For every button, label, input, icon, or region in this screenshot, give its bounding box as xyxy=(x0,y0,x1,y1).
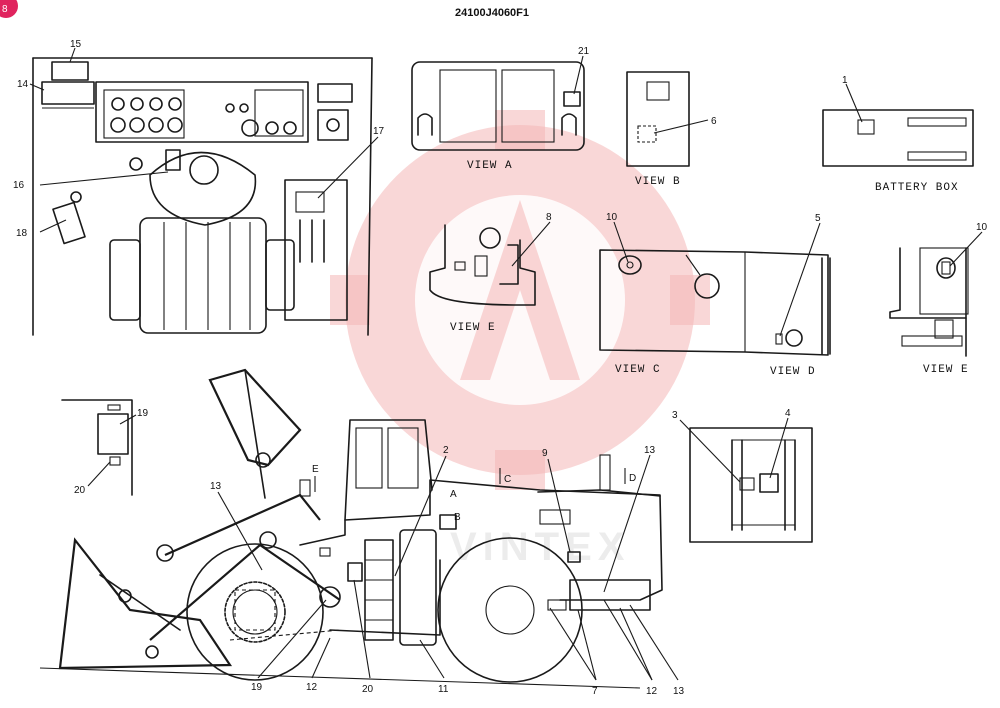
callout-10-view-c: 10 xyxy=(606,212,618,223)
callout-8: 8 xyxy=(546,212,552,223)
section-mark-e: E xyxy=(312,464,319,475)
callout-10-view-e: 10 xyxy=(976,222,988,233)
view-e-right-drawing xyxy=(889,247,969,357)
view-b-caption: VIEW B xyxy=(635,176,681,188)
section-mark-d: D xyxy=(629,473,636,484)
callout-15: 15 xyxy=(70,39,82,50)
view-a-caption: VIEW A xyxy=(467,160,513,172)
watermark-gear xyxy=(330,110,710,490)
callout-17: 17 xyxy=(373,126,385,137)
part-14-box xyxy=(41,81,95,105)
callout-18: 18 xyxy=(16,228,28,239)
drawing-number: 24100J4060F1 xyxy=(455,7,529,19)
callout-7: 7 xyxy=(592,686,598,697)
part-5-box xyxy=(775,333,783,345)
callout-12-front: 12 xyxy=(306,682,318,693)
section-mark-c: C xyxy=(504,474,511,485)
section-mark-a: A xyxy=(450,489,457,500)
leader-lines xyxy=(29,47,983,681)
callout-12-rear: 12 xyxy=(646,686,658,697)
section-mark-b: B xyxy=(454,512,461,523)
callout-6: 6 xyxy=(711,116,717,127)
view-d-caption: VIEW D xyxy=(770,366,816,378)
part-15-box xyxy=(51,61,89,81)
callout-4: 4 xyxy=(785,408,791,419)
battery-box-drawing xyxy=(822,109,974,167)
callout-2: 2 xyxy=(443,445,449,456)
view-e-left-drawing xyxy=(429,224,536,306)
view-e-right-caption: VIEW E xyxy=(923,364,969,376)
part-21-box xyxy=(563,91,581,107)
view-a-drawing xyxy=(411,61,585,151)
view-b-drawing xyxy=(626,71,690,167)
callout-1: 1 xyxy=(842,75,848,86)
watermark-text: VINTEX xyxy=(450,525,630,569)
part-3-4-drawing xyxy=(689,427,813,543)
callout-13-rear-top: 13 xyxy=(644,445,656,456)
callout-3: 3 xyxy=(672,410,678,421)
part-1-box xyxy=(857,119,875,135)
callout-5: 5 xyxy=(815,213,821,224)
callout-20-loader: 20 xyxy=(362,684,374,695)
cab-interior-view xyxy=(32,57,373,336)
callout-13-rear-bottom: 13 xyxy=(673,686,685,697)
callout-13-front: 13 xyxy=(210,481,222,492)
callout-16: 16 xyxy=(13,180,25,191)
view-c-d-drawing xyxy=(599,249,831,356)
callout-9: 9 xyxy=(542,448,548,459)
callout-19-loader: 19 xyxy=(251,682,263,693)
decal-panel-drawing xyxy=(61,399,133,496)
corner-badge xyxy=(0,0,18,18)
callout-21: 21 xyxy=(578,46,590,57)
view-e-left-caption: VIEW E xyxy=(450,322,496,334)
wheel-loader-side-view xyxy=(39,368,663,689)
corner-badge-label: 8 xyxy=(2,4,8,15)
callout-20-panel: 20 xyxy=(74,485,86,496)
callout-19-panel: 19 xyxy=(137,408,149,419)
view-c-caption: VIEW C xyxy=(615,364,661,376)
callout-11: 11 xyxy=(438,684,449,695)
callout-14: 14 xyxy=(17,79,29,90)
battery-box-caption: BATTERY BOX xyxy=(875,182,959,194)
